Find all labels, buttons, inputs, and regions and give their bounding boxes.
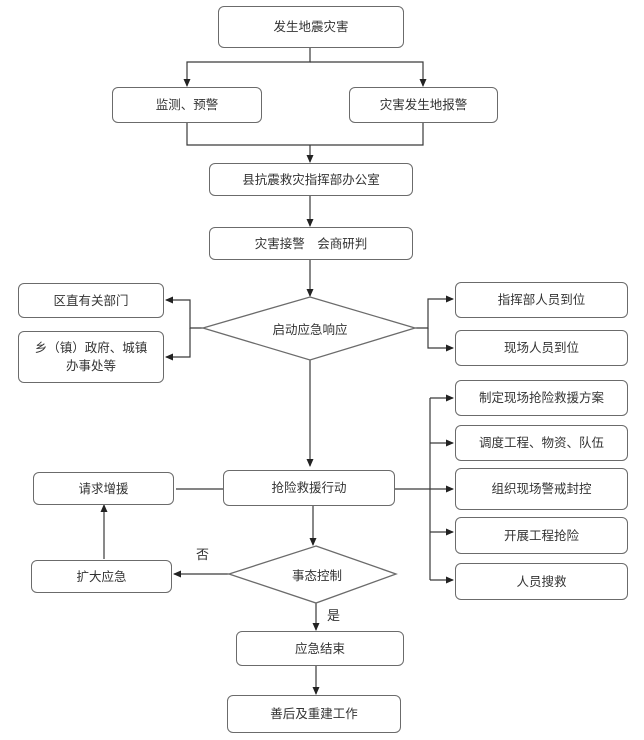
node-recovery: 善后及重建工作 <box>227 695 401 733</box>
node-monitoring: 监测、预警 <box>112 87 262 123</box>
decision-start-response <box>200 296 418 361</box>
edge-start-township <box>165 328 191 361</box>
decision-control-label: 事态控制 <box>291 567 342 583</box>
node-hq-staff: 指挥部人员到位 <box>455 282 628 318</box>
node-rescue-plan: 制定现场抢险救援方案 <box>455 380 628 416</box>
edge-monitoring-merge <box>186 122 310 146</box>
edge-start-right <box>415 295 454 329</box>
node-engineering: 开展工程抢险 <box>455 517 628 554</box>
node-township-gov: 乡（镇）政府、城镇办事处等 <box>18 331 164 383</box>
edge-report-merge <box>310 122 424 146</box>
decision-start-response-label: 启动应急响应 <box>272 321 348 337</box>
node-district-depts: 区直有关部门 <box>18 283 164 318</box>
node-request-support: 请求增援 <box>33 472 174 505</box>
decision-control <box>226 545 398 604</box>
node-rescue-action: 抢险救援行动 <box>223 470 395 506</box>
node-search-rescue: 人员搜救 <box>455 563 628 600</box>
edge-earthquake-report <box>310 61 427 87</box>
edge-label-yes: 是 <box>327 609 341 624</box>
node-cordon: 组织现场警戒封控 <box>455 468 628 510</box>
edge-earthquake-split <box>183 47 311 87</box>
edge-start-left <box>165 296 203 329</box>
edge-start-sitestaff <box>427 328 454 352</box>
node-dispatch: 调度工程、物资、队伍 <box>455 425 628 461</box>
node-site-report: 灾害发生地报警 <box>349 87 498 123</box>
node-receive-alarm: 灾害接警 会商研判 <box>209 227 413 260</box>
node-earthquake: 发生地震灾害 <box>218 6 404 48</box>
node-end-response: 应急结束 <box>236 631 404 666</box>
node-expand-response: 扩大应急 <box>31 560 172 593</box>
edge-label-no: 否 <box>196 548 210 563</box>
node-site-staff: 现场人员到位 <box>455 330 628 366</box>
node-hq-office: 县抗震救灾指挥部办公室 <box>209 163 413 196</box>
